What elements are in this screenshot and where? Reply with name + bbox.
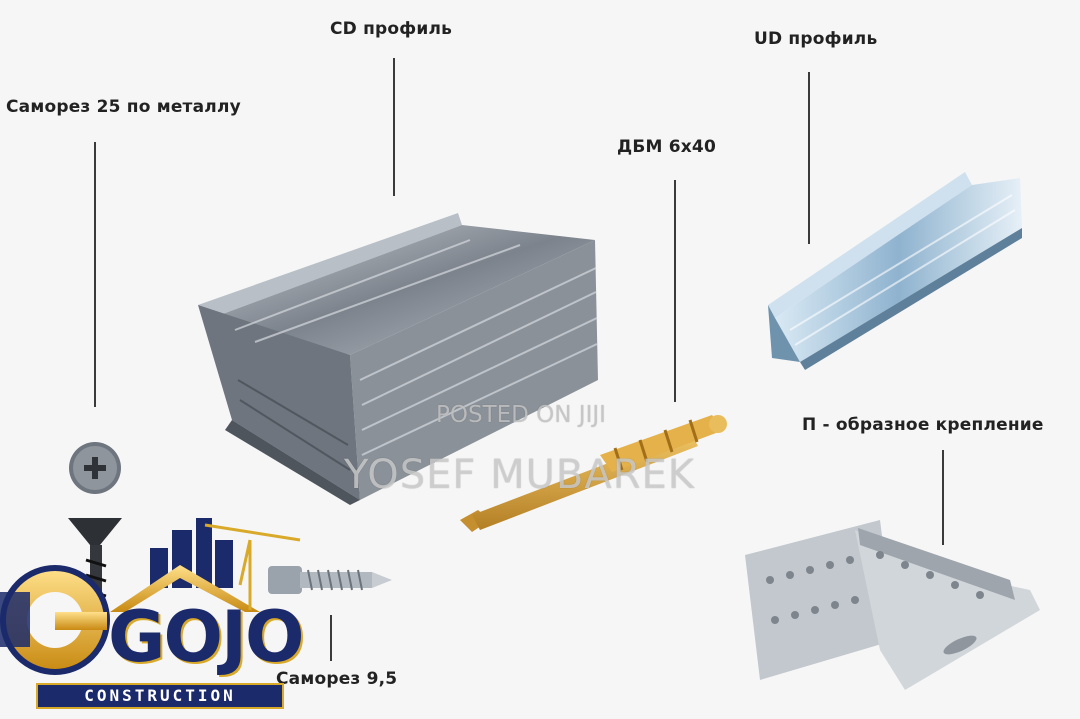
screw-25-leader-line	[94, 142, 96, 407]
watermark-posted: POSTED ON JIJI	[436, 402, 606, 428]
brand-tagline: CONSTRUCTION	[36, 683, 284, 709]
ud-leader-line	[808, 72, 810, 244]
brand-name: GOJO	[108, 596, 305, 678]
p-bracket-image	[745, 520, 1040, 690]
cd-profile-image	[198, 213, 598, 505]
logo-crane-icon	[204, 523, 301, 610]
p-bracket-label: П - образное крепление	[802, 415, 1044, 435]
screw-95-image	[268, 566, 392, 594]
ud-profile-image	[768, 172, 1022, 370]
logo-roof-icon	[110, 565, 260, 612]
watermark-author: YOSEF MUBAREK	[344, 452, 696, 498]
screw-25-label: Саморез 25 по металлу	[6, 97, 241, 117]
dbm-leader-line	[674, 180, 676, 402]
dbm-dowel-image	[460, 415, 727, 532]
screw-95-leader-line	[330, 615, 332, 661]
cd-profile-label: CD профиль	[330, 19, 453, 39]
logo-wordmark	[0, 565, 110, 675]
ud-profile-label: UD профиль	[754, 29, 878, 49]
cd-leader-line	[393, 58, 395, 196]
dbm-label: ДБМ 6x40	[617, 137, 716, 157]
screw-95-label: Саморез 9,5	[276, 669, 398, 689]
p-bracket-leader-line	[942, 450, 944, 545]
gojo-logo	[0, 518, 301, 675]
